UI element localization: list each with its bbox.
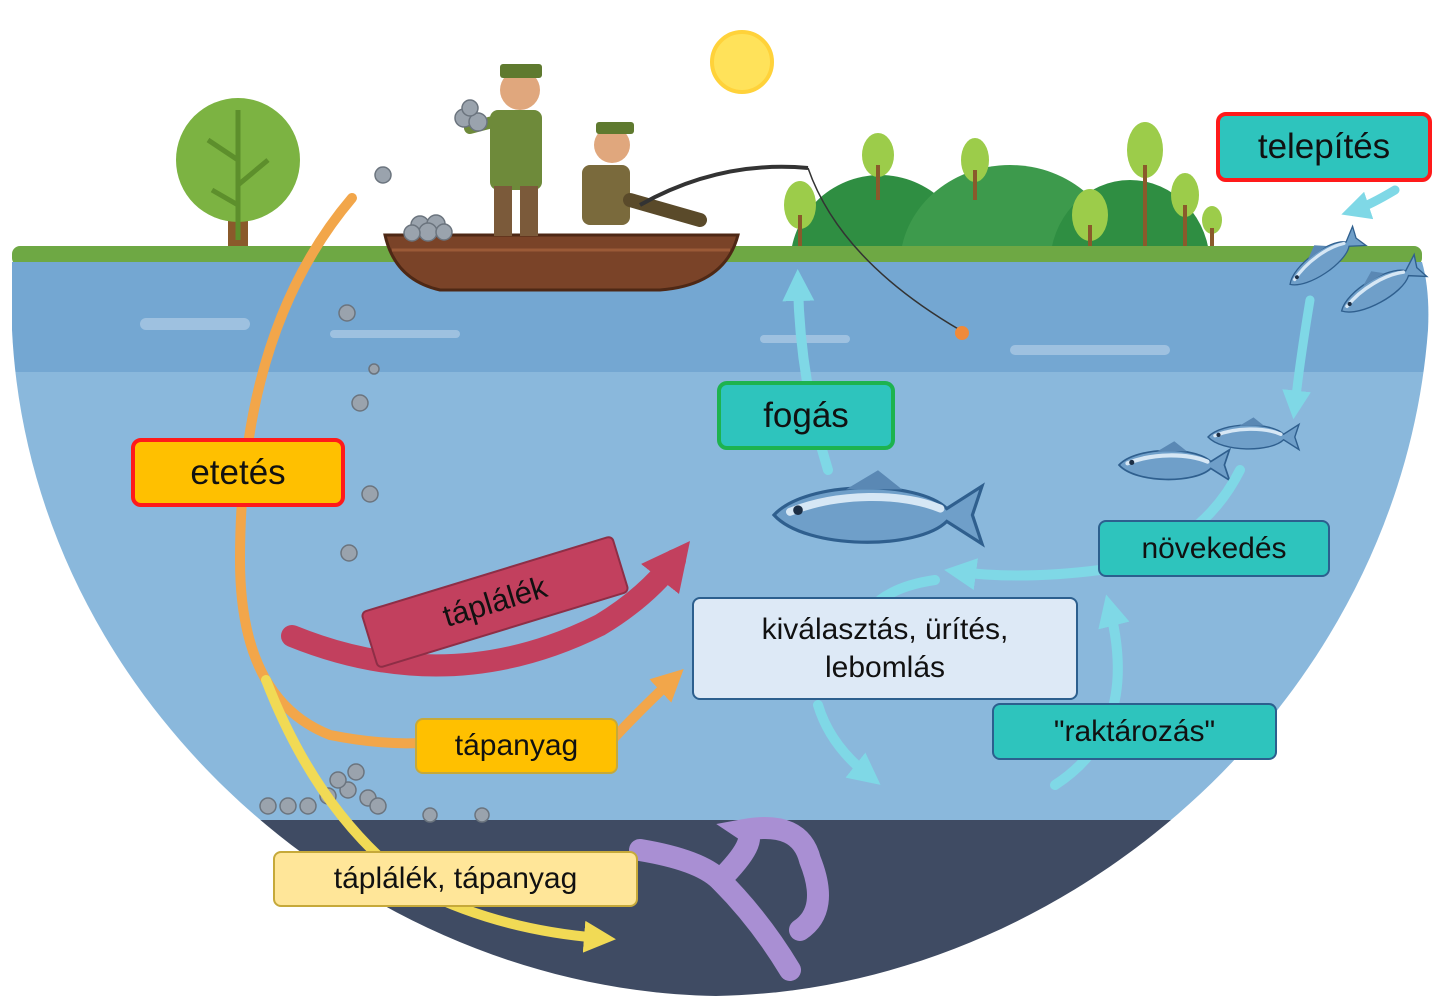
label-etetes: etetés [131,438,345,507]
worm [629,817,829,981]
arrow-red-taplalek [281,541,690,677]
arrow-feeding-curve [234,193,425,749]
arrow-stocking-top [1341,185,1400,220]
arrow-stocking-down [1282,295,1315,420]
fisherman-sitting [582,122,707,227]
label-tapanyag: tápanyag [415,718,618,774]
trees [176,98,1222,260]
boat-with-fishermen [383,64,969,340]
label-taplalek-tapanyag: táplálék, tápanyag [273,851,638,907]
label-novekedes: növekedés [1098,520,1330,577]
arrow-to-tapanyag [609,669,684,743]
label-raktarozas: "raktározás" [992,703,1277,760]
label-telepites: telepítés [1216,112,1432,182]
big-tree-left [176,98,300,260]
fisherman-standing [464,64,542,236]
label-fogas: fogás [717,381,895,450]
sun [710,30,774,94]
label-kivalasztas: kiválasztás, ürítés, lebomlás [692,597,1078,700]
arrow-excretion-down [813,700,881,785]
